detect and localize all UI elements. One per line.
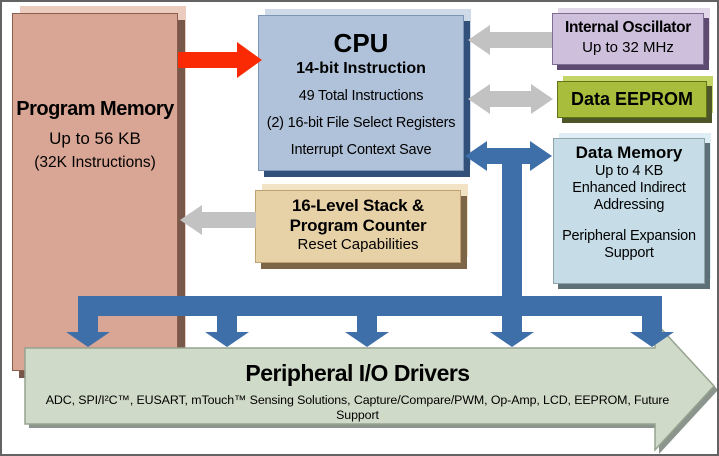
- bus-down-arrowhead-5: [630, 332, 674, 347]
- peripheral-io-subtitle: ADC, SPI/I²C™, EUSART, mTouch™ Sensing S…: [45, 393, 670, 422]
- cpu-eeprom-gray-double-arrow: [468, 84, 553, 114]
- stack-line2: Program Counter: [289, 216, 427, 235]
- bus-drop-stem-2: [217, 296, 237, 332]
- data-memory-block: Data Memory Up to 4 KB Enhanced Indirect…: [553, 138, 705, 284]
- internal-oscillator-line1: Up to 32 MHz: [582, 39, 674, 56]
- data-eeprom-title: Data EEPROM: [570, 89, 694, 109]
- data-memory-line3: Peripheral Expansion Support: [562, 228, 696, 261]
- data-memory-line1: Up to 4 KB: [594, 163, 664, 179]
- bus-down-arrowhead-4: [490, 332, 534, 347]
- data-eeprom-block: Data EEPROM: [557, 81, 707, 118]
- cpu-subtitle: 14-bit Instruction: [296, 60, 426, 77]
- program-memory-line2: (32K Instructions): [34, 154, 156, 171]
- cpu-title: CPU: [333, 28, 389, 58]
- peripheral-io-text: Peripheral I/O Drivers ADC, SPI/I²C™, EU…: [25, 358, 690, 423]
- internal-oscillator-title: Internal Oscillator: [564, 19, 692, 36]
- programmemory-cpu-red-arrow: [178, 42, 262, 78]
- bus-drop-stem-3: [357, 296, 377, 332]
- stack-program-counter-block: 16-Level Stack & Program Counter Reset C…: [255, 190, 461, 263]
- bus-drop-stem-1: [78, 296, 98, 332]
- bus-down-arrowhead-2: [205, 332, 249, 347]
- data-memory-line2: Enhanced Indirect Addressing: [572, 180, 686, 213]
- bus-drop-stem-5: [642, 296, 662, 332]
- bus-drop-stem-4: [502, 296, 522, 332]
- oscillator-cpu-gray-arrow: [468, 25, 552, 55]
- cpu-line2: (2) 16-bit File Select Registers: [266, 115, 456, 131]
- internal-oscillator-block: Internal Oscillator Up to 32 MHz: [552, 13, 704, 65]
- program-memory-line1: Up to 56 KB: [49, 129, 141, 148]
- cpu-block: CPU 14-bit Instruction 49 Total Instruct…: [258, 15, 464, 171]
- cpu-line3: Interrupt Context Save: [290, 142, 432, 158]
- stack-line3: Reset Capabilities: [297, 236, 419, 253]
- stack-programmemory-gray-arrow: [180, 205, 256, 235]
- bus-down-arrowhead-1: [66, 332, 110, 347]
- bus-down-arrowhead-3: [345, 332, 389, 347]
- cpu-line1: 49 Total Instructions: [298, 88, 424, 104]
- stack-line1: 16-Level Stack &: [292, 196, 424, 215]
- bus-vertical-stem: [502, 156, 522, 316]
- peripheral-io-title: Peripheral I/O Drivers: [245, 360, 470, 386]
- program-memory-title: Program Memory: [16, 98, 174, 120]
- data-memory-title: Data Memory: [575, 143, 683, 162]
